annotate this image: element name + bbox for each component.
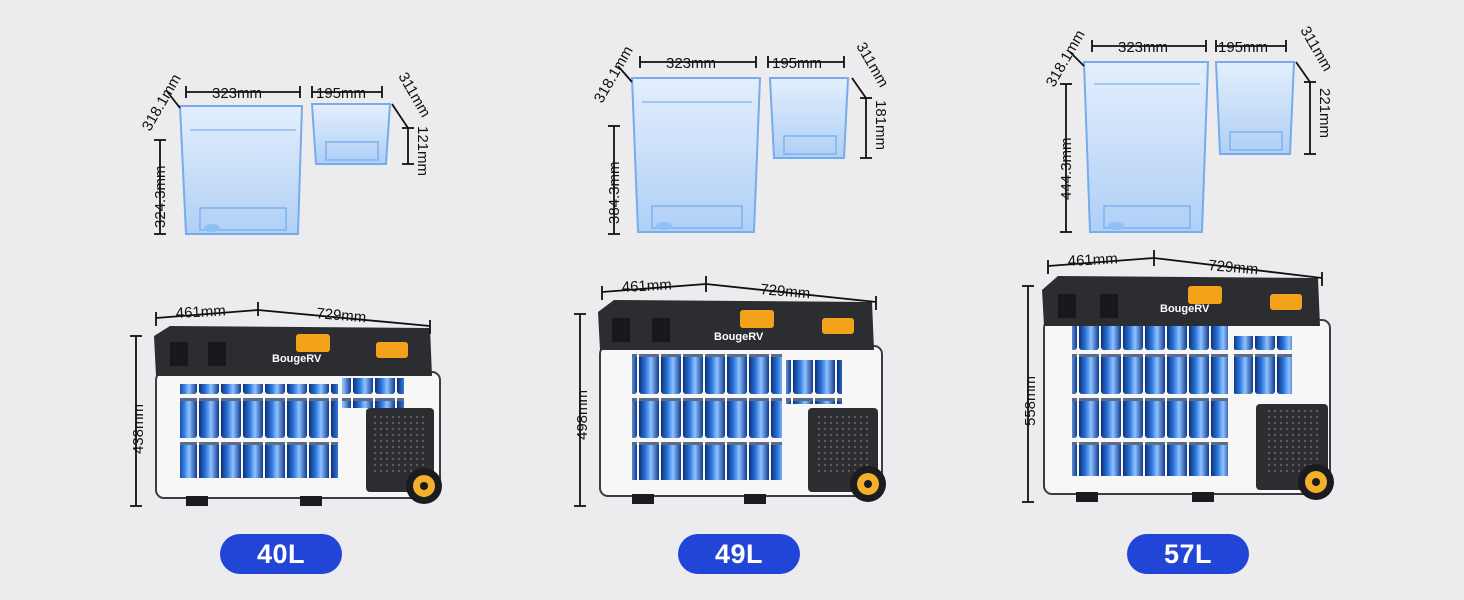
large-basket-40l xyxy=(178,105,304,235)
basket-dimension-lines-49l xyxy=(608,56,872,235)
large-basket-depth-label: 318.1mm xyxy=(1043,27,1089,90)
capacity-badge-49l: 49L xyxy=(678,534,800,574)
small-basket-depth-label: 311mm xyxy=(1297,24,1336,75)
basket-dimension-lines-57l xyxy=(1060,40,1316,233)
fridge-length-label: 729mm xyxy=(1208,257,1259,278)
small-basket-height-label: 121mm xyxy=(414,126,431,176)
fridge-depth-label: 461mm xyxy=(621,276,672,296)
variant-40l: BougeRV 323mm 195mm 318.1mm 324.3mm 311m… xyxy=(130,70,442,507)
fridge-height-label: 558mm xyxy=(1022,376,1039,426)
fridge-height-label: 498mm xyxy=(574,390,591,440)
large-basket-depth-label: 318.1mm xyxy=(591,43,637,106)
fridge-depth-label: 461mm xyxy=(175,302,226,322)
large-basket-57l xyxy=(1082,61,1210,233)
fridge-depth-label: 461mm xyxy=(1067,250,1118,270)
small-basket-49l xyxy=(768,77,850,159)
fridge-dimension-lines-49l xyxy=(574,276,877,507)
large-basket-height-label: 324.3mm xyxy=(152,165,169,228)
fridge-49l: BougeRV xyxy=(598,300,886,504)
small-basket-width-label: 195mm xyxy=(1218,39,1268,56)
small-basket-57l xyxy=(1214,61,1296,155)
fridge-length-label: 729mm xyxy=(760,281,811,302)
large-basket-49l xyxy=(630,77,762,233)
small-basket-40l xyxy=(310,103,392,165)
fridge-length-label: 729mm xyxy=(316,305,367,326)
small-basket-depth-label: 311mm xyxy=(395,70,434,121)
capacity-badge-57l: 57L xyxy=(1127,534,1249,574)
variant-49l: BougeRV 323mm 195mm 318.1mm 384.3mm 311m… xyxy=(574,40,892,507)
large-basket-depth-label: 318.1mm xyxy=(139,71,185,134)
variant-57l: BougeRV 323mm 195mm 318.1mm 444.3mm 311m… xyxy=(1022,24,1336,503)
large-basket-width-label: 323mm xyxy=(1118,39,1168,56)
basket-dimension-lines-40l xyxy=(154,86,414,235)
brand-logo: BougeRV xyxy=(1160,303,1210,315)
large-basket-width-label: 323mm xyxy=(666,55,716,72)
large-basket-width-label: 323mm xyxy=(212,85,262,102)
brand-logo: BougeRV xyxy=(272,353,322,365)
fridge-40l: BougeRV xyxy=(154,326,442,506)
small-basket-depth-label: 311mm xyxy=(853,40,892,91)
fridge-57l: BougeRV xyxy=(1042,276,1334,502)
brand-logo: BougeRV xyxy=(714,331,764,343)
small-basket-width-label: 195mm xyxy=(772,55,822,72)
fridge-dimension-lines-57l xyxy=(1022,250,1323,503)
capacity-badge-40l: 40L xyxy=(220,534,342,574)
fridge-dimension-lines-40l xyxy=(130,302,431,507)
fridge-height-label: 438mm xyxy=(130,404,147,454)
large-basket-height-label: 444.3mm xyxy=(1058,137,1075,200)
small-basket-height-label: 221mm xyxy=(1316,88,1333,138)
small-basket-width-label: 195mm xyxy=(316,85,366,102)
small-basket-height-label: 181mm xyxy=(872,100,889,150)
large-basket-height-label: 384.3mm xyxy=(606,161,623,224)
